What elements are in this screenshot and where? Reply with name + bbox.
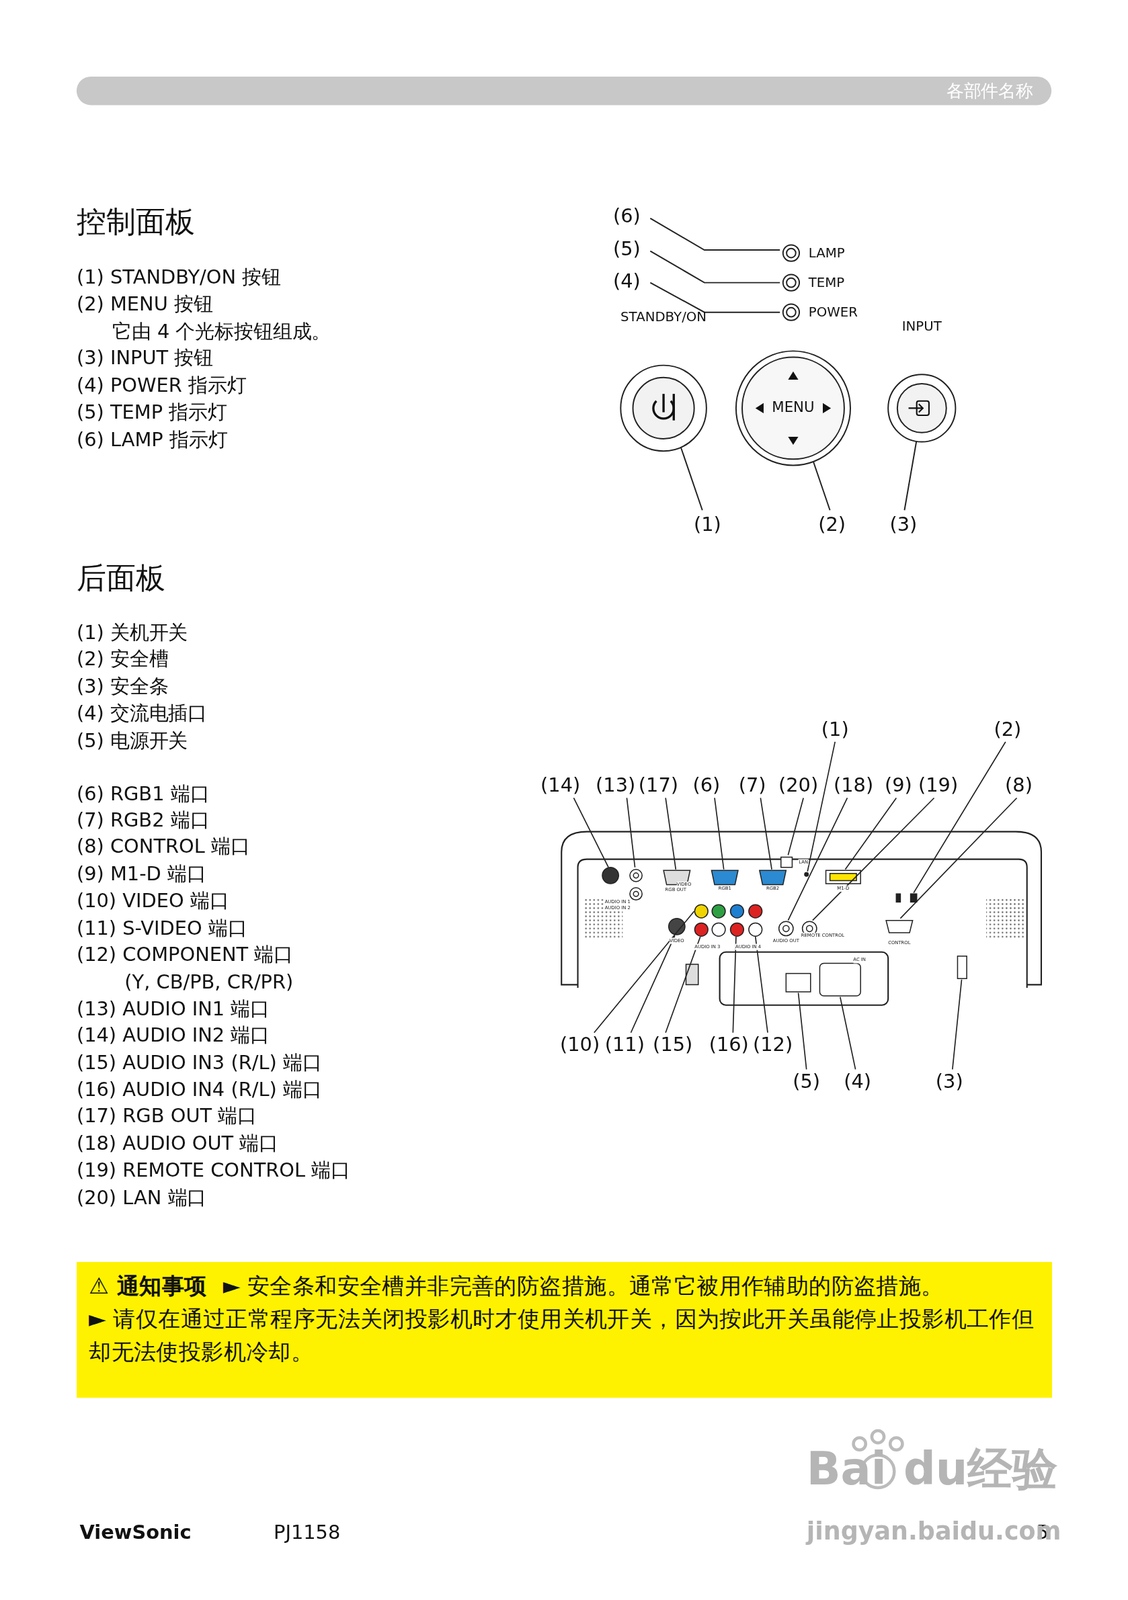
node-text: 各部件名称: [76, 76, 1052, 103]
callout-number: (11): [605, 1033, 645, 1057]
callout-number: (8): [1004, 775, 1033, 798]
label-text: (8) CONTROL 端口: [76, 836, 251, 859]
label-text: AUDIO OUT: [773, 938, 800, 944]
node-text: STANDBY/ON: [580, 309, 748, 325]
label-text: (12) COMPONENT 端口: [76, 944, 294, 967]
label-text: AUDIO IN 4: [735, 944, 761, 950]
callout-number: (3): [935, 1070, 964, 1094]
callout-number: (17): [638, 775, 679, 798]
label-text: 后面板: [76, 561, 166, 597]
label-text: ViewSonic: [79, 1521, 191, 1545]
label-text: PJ1158: [273, 1521, 341, 1545]
label-text: 它由 4 个光标按钮组成。: [112, 320, 331, 343]
callout-number: (14): [540, 775, 581, 798]
label-text: LAMP: [808, 245, 845, 261]
label-text: (10) VIDEO 端口: [76, 890, 230, 913]
callout-number: (4): [613, 270, 641, 294]
label-text: (6) RGB1 端口: [76, 783, 210, 806]
label-text: du经验: [903, 1443, 1058, 1496]
label-text: (3) 安全条: [76, 675, 169, 698]
label-text: (1) STANDBY/ON 按钮: [76, 266, 281, 289]
callout-number: (2): [993, 718, 1022, 741]
label-text: (19) REMOTE CONTROL 端口: [76, 1159, 351, 1182]
label-text: M1-D: [836, 886, 850, 893]
callout-number: (1): [693, 513, 722, 536]
label-text: LAN: [798, 859, 809, 866]
label-text: jingyan.baidu.com: [806, 1519, 1062, 1548]
label-text: (14) AUDIO IN2 端口: [76, 1025, 270, 1048]
label-text: (15) AUDIO IN3 (R/L) 端口: [76, 1052, 322, 1075]
label-text: (17) RGB OUT 端口: [76, 1105, 257, 1128]
notice-box: ⚠ 通知事项 ► 安全条和安全槽并非完善的防盗措施。通常它被用作辅助的防盗措施。 ►…: [76, 1262, 1052, 1399]
header-band: 各部件名称: [76, 76, 1052, 106]
label-text: RGB2: [766, 886, 780, 893]
node-text: INPUT: [847, 318, 997, 335]
label-text: AUDIO IN 2: [605, 906, 631, 912]
label-text: (11) S-VIDEO 端口: [76, 917, 248, 940]
label-text: (13) AUDIO IN1 端口: [76, 998, 270, 1021]
callout-number: (10): [559, 1033, 600, 1057]
label-text: AUDIO IN 1: [605, 899, 631, 905]
label-text: TEMP: [808, 274, 845, 291]
label-text: (3) INPUT 按钮: [76, 346, 214, 370]
callout-number: (9): [884, 775, 913, 798]
callout-number: (12): [752, 1033, 793, 1057]
label-text: (4) 交流电插口: [76, 702, 208, 725]
notice-heading: ⚠ 通知事项: [88, 1273, 207, 1300]
callout-number: (1): [821, 718, 850, 741]
label-text: (18) AUDIO OUT 端口: [76, 1133, 279, 1156]
label-text: (9) M1-D 端口: [76, 863, 207, 886]
callout-number: (18): [833, 775, 874, 798]
label-text: (2) 安全槽: [76, 648, 169, 671]
callout-number: (6): [692, 775, 720, 798]
label-text: (1) 关机开关: [76, 621, 188, 644]
label-text: (7) RGB2 端口: [76, 809, 210, 832]
callout-number: (5): [792, 1070, 821, 1094]
menu-button: MENU: [736, 350, 851, 466]
label-text: VIDEO: [669, 938, 685, 944]
callout-number: (4): [843, 1070, 872, 1094]
callout-number: (19): [918, 775, 958, 798]
label-text: (4) POWER 指示灯: [76, 374, 247, 397]
label-text: (5) 电源开关: [76, 730, 188, 753]
power-button: STANDBY/ON: [620, 365, 707, 452]
callout-number: (6): [613, 205, 641, 228]
label-text: AC IN: [853, 957, 866, 964]
callout-number: (13): [595, 775, 636, 798]
callout-number: (2): [818, 513, 846, 536]
input-button: INPUT: [888, 374, 956, 442]
label-text: (6) LAMP 指示灯: [76, 428, 228, 452]
label-text: POWER: [808, 304, 858, 320]
node-text: MENU: [736, 399, 851, 416]
label-text: (2) MENU 按钮: [76, 293, 214, 316]
label-text: Bai: [806, 1443, 887, 1496]
label-text: (Y, CB/PB, CR/PR): [124, 972, 294, 995]
node-text: ► 安全条和安全槽并非完善的防盗措施。通常它被用作辅助的防盗措施。: [223, 1273, 944, 1300]
label-text: REMOTE CONTROL: [801, 933, 845, 940]
callout-number: (3): [890, 513, 918, 536]
label-text: CONTROL: [888, 940, 911, 946]
node-text: ► 请仅在通过正常程序无法关闭投影机时才使用关机开关，因为按此开关虽能停止投影机…: [88, 1303, 1040, 1369]
label-text: (5) TEMP 指示灯: [76, 401, 228, 424]
label-text: RGB OUT: [665, 887, 687, 893]
callout-number: (16): [709, 1033, 749, 1057]
callout-number: (20): [778, 775, 819, 798]
callout-number: (7): [738, 775, 767, 798]
callout-number: (15): [652, 1033, 693, 1057]
label-text: RGB1: [718, 886, 732, 893]
label-text: (20) LAN 端口: [76, 1187, 207, 1210]
label-text: (16) AUDIO IN4 (R/L) 端口: [76, 1078, 322, 1102]
label-text: AUDIO IN 3: [694, 944, 720, 950]
label-text: VIDEO: [676, 882, 692, 889]
label-text: 控制面板: [76, 205, 195, 240]
callout-number: (5): [613, 237, 641, 261]
